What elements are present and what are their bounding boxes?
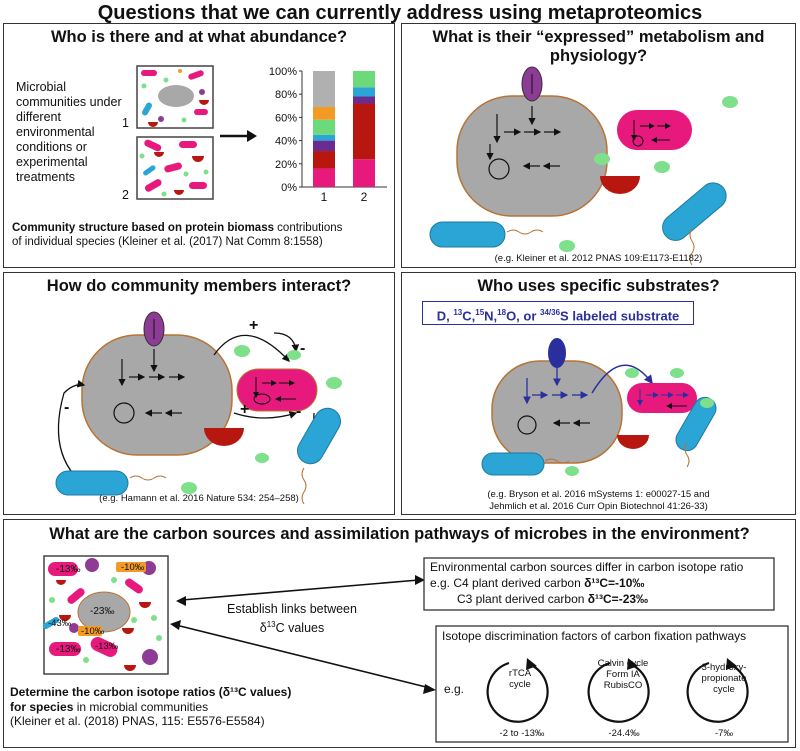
panel-abundance: Who is there and at what abundance? Micr…	[3, 23, 395, 268]
bar-segment	[313, 71, 335, 107]
delta-sup: 13	[266, 620, 276, 629]
env-c4-label: e.g. C4 plant derived carbon	[430, 576, 585, 590]
bar-segment	[353, 159, 375, 187]
minus-sign-3: -	[64, 399, 70, 416]
bar-segment	[313, 151, 335, 169]
substrate-n: N,	[484, 308, 498, 324]
determine-line2-rest: in microbial communities	[73, 699, 209, 714]
community-illustrations	[136, 65, 257, 200]
panel-interactions: How do community members interact?	[3, 272, 395, 515]
panel-metabolism: What is their “expressed” metabolism and…	[401, 23, 796, 268]
cell-value-1: -13‰	[56, 564, 81, 575]
cycle-calvin-name: Calvin cycle Form IA RubisCO	[597, 658, 649, 691]
y-tick-label: 40%	[275, 136, 297, 148]
bar-segment	[313, 134, 335, 141]
cycle-3hp-name: 3-hydroxy-propionate cycle	[701, 662, 747, 695]
env-c4-line: e.g. C4 plant derived carbon δ¹³C=-10‰	[430, 576, 644, 590]
sample-2-label: 2	[122, 188, 129, 202]
panel-interactions-heading: How do community members interact?	[46, 277, 352, 295]
env-box-title: Environmental carbon sources differ in c…	[430, 560, 744, 574]
y-tick-label: 80%	[275, 89, 297, 101]
substrate-o-sup: 18	[497, 308, 507, 317]
cell-value-5: -13‰	[95, 641, 119, 652]
y-tick-label: 0%	[281, 182, 297, 194]
panel-substrates-citation-2: Jehmlich et al. 2016 Curr Opin Biotechno…	[489, 501, 708, 512]
establish-links-text: Establish links between δ13C values	[222, 602, 362, 636]
cell-value-6: -13‰	[56, 644, 81, 655]
panel-metabolism-heading-line1: What is their “expressed” metabolism and	[432, 28, 765, 46]
y-tick-label: 60%	[275, 112, 297, 124]
cell-value-2: -10‰	[121, 562, 145, 573]
bar-segment	[353, 96, 375, 104]
plus-sign-2: +	[240, 401, 250, 418]
delta-symbol: δ	[259, 621, 267, 636]
env-c3-line: C3 plant derived carbon δ¹³C=-23‰	[457, 592, 648, 606]
microbial-communities-text: Microbial communities under different en…	[16, 80, 122, 184]
bar-segment	[353, 71, 375, 88]
bar-segment	[313, 140, 335, 152]
minus-sign-2: -	[296, 403, 302, 420]
determine-text: Determine the carbon isotope ratios (δ¹³…	[10, 685, 340, 729]
env-c3-label: C3 plant derived carbon	[457, 592, 588, 606]
interactions-illustration	[55, 311, 342, 505]
substrate-c-sup: 13	[453, 308, 463, 317]
caption-rest: contributions	[273, 222, 343, 234]
determine-line2-bold: for species	[10, 699, 74, 714]
substrate-n-sup: 15	[475, 308, 485, 317]
panel-carbon-heading: What are the carbon sources and assimila…	[49, 525, 750, 543]
substrate-s-sup: 34/36	[540, 308, 561, 317]
cell-value-4: -10‰	[81, 626, 105, 637]
determine-line1: Determine the carbon isotope ratios (δ¹³…	[10, 685, 292, 699]
panel-interactions-citation: (e.g. Hamann et al. 2016 Nature 534: 254…	[99, 493, 299, 504]
eg-label: e.g.	[444, 682, 465, 696]
panel-metabolism-citation: (e.g. Kleiner et al. 2012 PNAS 109:E1173…	[494, 253, 703, 264]
cycle-rtca-name: rTCA cycle	[508, 668, 532, 690]
minus-sign-1: -	[300, 340, 306, 357]
substrate-s: S labeled substrate	[560, 308, 680, 324]
x-tick-label: 1	[321, 190, 328, 204]
bar-segment	[313, 119, 335, 135]
page-title: Questions that we can currently address …	[97, 2, 703, 24]
y-tick-label: 100%	[269, 66, 297, 78]
panel-metabolism-heading-line2: physiology?	[549, 47, 648, 65]
bar-segment	[353, 87, 375, 97]
establish-links-line2: C values	[275, 621, 325, 636]
carbon-illustration	[42, 555, 789, 743]
labeled-substrate-box: D, 13C,15N,18O, or 34/36S labeled substr…	[422, 301, 694, 325]
cell-value-3: -43‰	[48, 618, 72, 629]
y-tick-label: 20%	[275, 159, 297, 171]
substrate-c: C,	[462, 308, 476, 324]
establish-links-line1: Establish links between	[227, 602, 357, 616]
sample-1-label: 1	[122, 116, 129, 130]
cycle-3hp-value: -7‰	[715, 728, 733, 739]
substrate-d: D,	[436, 308, 454, 324]
caption-bold: Community structure based on protein bio…	[12, 222, 274, 234]
cycle-rtca-value: -2 to -13‰	[499, 728, 545, 739]
substrate-illustration	[481, 338, 717, 476]
substrate-o: O, or	[506, 308, 541, 324]
bar-segment	[313, 168, 335, 187]
panel-substrates-heading: Who uses specific substrates?	[477, 277, 720, 295]
plus-sign-1: +	[249, 317, 259, 334]
metabolism-illustration	[429, 66, 738, 266]
bar-segment	[353, 103, 375, 160]
env-c4-value: δ¹³C=-10‰	[584, 576, 645, 590]
center-cell-value: -23‰	[90, 606, 115, 617]
iso-box-title: Isotope discrimination factors of carbon…	[442, 629, 747, 643]
x-tick-label: 2	[361, 190, 368, 204]
panel-substrates-citation-1: (e.g. Bryson et al. 2016 mSystems 1: e00…	[487, 489, 710, 500]
panel-substrates: Who uses specific substrates? D, 13C,15N…	[401, 272, 796, 515]
panel-abundance-heading: Who is there and at what abundance?	[50, 28, 348, 46]
bar-segment	[313, 106, 335, 120]
caption-line2: of individual species (Kleiner et al. (2…	[12, 236, 323, 248]
caption-community-structure: Community structure based on protein bio…	[12, 221, 392, 249]
env-c3-value: δ¹³C=-23‰	[587, 592, 649, 606]
panel-carbon-sources: What are the carbon sources and assimila…	[3, 519, 796, 748]
determine-line3: (Kleiner et al. (2018) PNAS, 115: E5576-…	[10, 714, 265, 728]
cycle-calvin-value: -24.4‰	[608, 728, 640, 739]
abundance-stacked-bar-chart: 0% 20% 40% 60% 80% 100% 1 2	[269, 66, 387, 204]
